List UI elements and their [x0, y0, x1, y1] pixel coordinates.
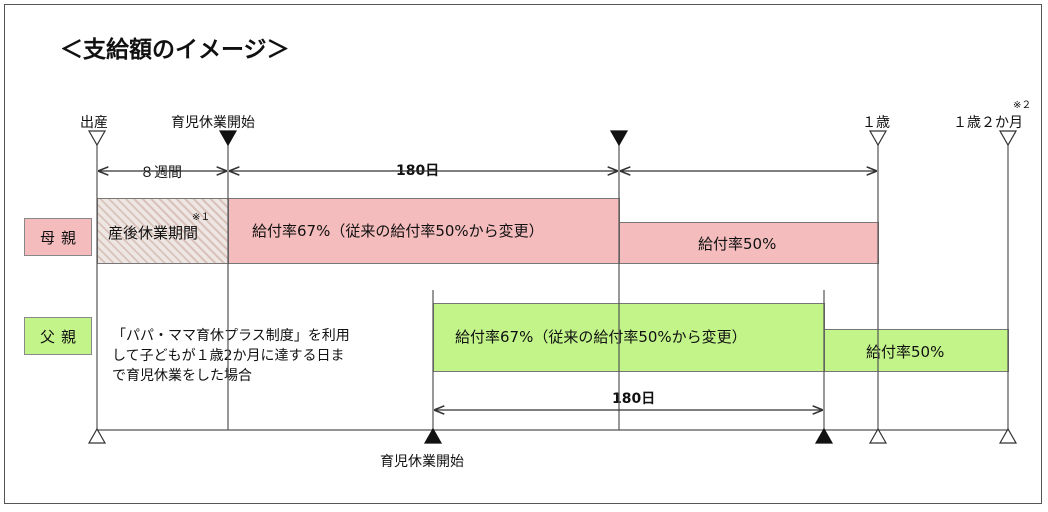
label-age-1-2m: １歳２か月: [953, 115, 1023, 131]
note-1-mark: ※１: [192, 212, 211, 223]
label-age-1: １歳: [862, 115, 890, 131]
description-line-3: で育児休業をした場合: [112, 368, 252, 384]
label-birth: 出産: [80, 115, 108, 131]
span-label-8-weeks: ８週間: [138, 162, 184, 182]
mother-postnatal-label: 産後休業期間: [108, 224, 199, 242]
label-father-leave-start: 育児休業開始: [380, 454, 464, 470]
father-rate50-label: 給付率50%: [866, 343, 945, 361]
mother-rate50-bar: [619, 222, 879, 264]
mother-postnatal-bar: [97, 198, 229, 264]
diagram-frame: [4, 4, 1042, 504]
mother-rate50-label: 給付率50%: [698, 235, 777, 253]
label-mother-leave-start: 育児休業開始: [171, 115, 255, 131]
father-rate67-label: 給付率67%（従来の給付率50%から変更）: [455, 328, 747, 346]
span-label-180-days-father: 180日: [604, 388, 664, 408]
description-line-2: して子どもが１歳2か月に達する日ま: [112, 348, 345, 364]
note-2-mark: ※２: [1013, 100, 1032, 111]
description-line-1: 「パパ・ママ育休プラス制度」を利用: [112, 328, 350, 344]
span-label-180-days-mother: 180日: [388, 160, 448, 180]
mother-tag: 母親: [24, 218, 92, 256]
father-rate67-bar: [433, 303, 825, 372]
plus-scheme-description: 「パパ・ママ育休プラス制度」を利用 して子どもが１歳2か月に達する日ま で育児休…: [112, 326, 350, 386]
diagram-title: ＜支給額のイメージ＞: [60, 37, 290, 63]
mother-rate67-label: 給付率67%（従来の給付率50%から変更）: [252, 222, 544, 240]
mother-rate67-bar: [228, 198, 620, 264]
father-tag: 父親: [24, 317, 92, 355]
